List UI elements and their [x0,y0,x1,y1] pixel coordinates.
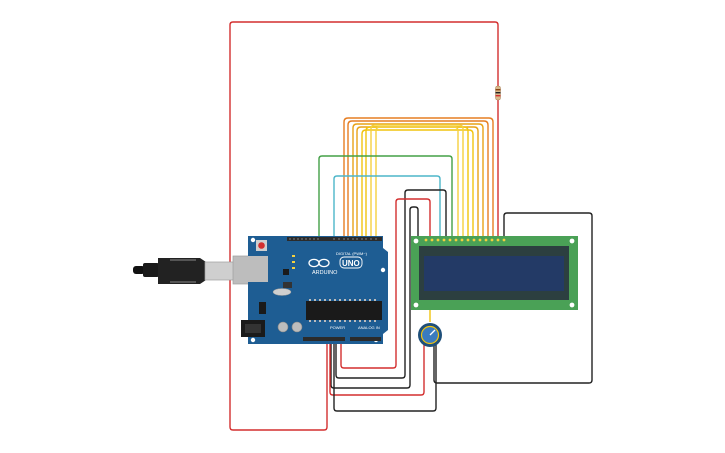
arduino-board[interactable]: DIGITAL (PWM~) ARDUINO UNO [241,236,388,344]
analog-header[interactable] [350,337,381,341]
lcd-pin-row[interactable] [424,238,506,242]
lcd-display[interactable] [411,236,578,310]
lcd-screen [424,256,564,291]
usb-cable[interactable] [133,255,250,285]
resistor[interactable] [495,85,501,101]
reset-button-icon[interactable] [258,242,265,249]
arduino-infinity-logo-icon [308,258,330,268]
wire-black-1[interactable] [335,189,447,379]
wires [229,21,593,431]
wire-orange-3[interactable] [352,123,484,240]
power-header[interactable] [303,337,345,341]
usb-plug-icon [158,258,206,284]
digital-label: DIGITAL (PWM~) [336,251,368,256]
wire-black-2[interactable] [330,206,419,389]
power-label: POWER [330,325,345,330]
wire-red-2[interactable] [340,198,431,369]
wire-red-loop[interactable] [229,21,499,431]
wire-black-pot[interactable] [333,335,437,412]
atmega-chip [306,301,382,320]
analog-label: ANALOG IN [358,325,380,330]
wire-green[interactable] [318,155,453,240]
wire-yellow-3[interactable] [370,124,464,240]
wire-orange-2[interactable] [347,120,489,240]
potentiometer[interactable] [418,323,442,347]
wire-red-pot[interactable] [329,335,425,396]
wire-cyan[interactable] [333,175,441,240]
wire-yellow-1[interactable] [361,129,474,240]
wire-yellow-2[interactable] [365,126,469,240]
wire-yellow-4[interactable] [375,126,459,240]
brand-label: ARDUINO [312,270,338,276]
wire-orange-1[interactable] [343,117,494,240]
model-label: UNO [342,259,360,268]
